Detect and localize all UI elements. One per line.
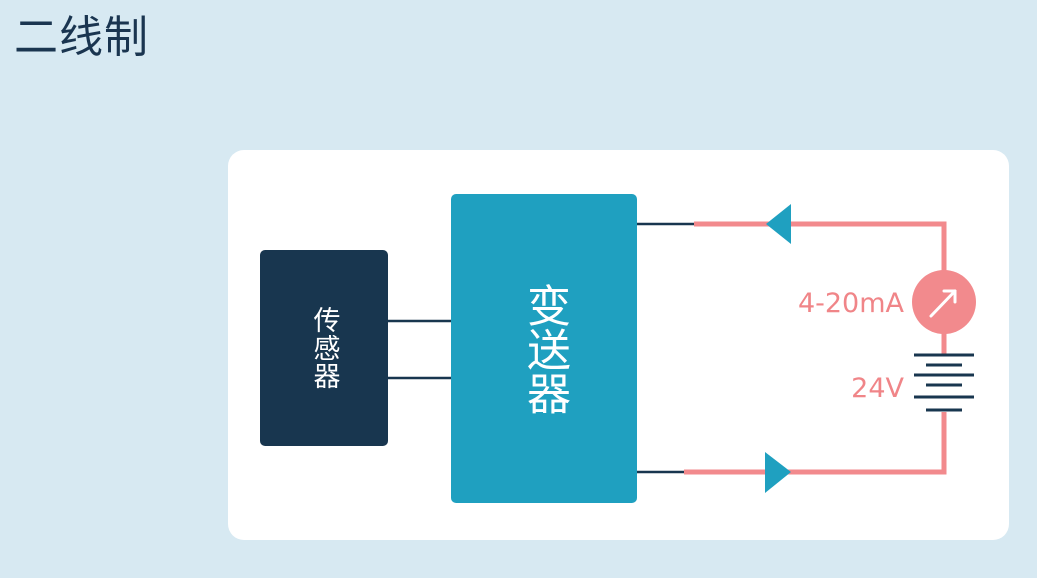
diagram-card: 4-20mA 24V 传感器 变送器 xyxy=(228,150,1009,540)
current-loop-top xyxy=(694,221,947,280)
wiring-diagram: 4-20mA 24V xyxy=(388,204,976,493)
transmitter-block: 变送器 xyxy=(451,194,637,503)
arrow-right-icon xyxy=(765,452,791,493)
current-loop-bottom xyxy=(684,412,947,475)
arrow-left-icon xyxy=(766,204,791,244)
current-label: 4-20mA xyxy=(798,288,905,319)
ammeter-icon xyxy=(912,270,976,334)
sensor-block: 传感器 xyxy=(260,250,388,446)
transmitter-label: 变送器 xyxy=(519,282,570,415)
sensor-label: 传感器 xyxy=(308,306,340,390)
voltage-label: 24V xyxy=(851,373,904,404)
battery-icon xyxy=(914,353,974,412)
page-title: 二线制 xyxy=(14,12,149,63)
